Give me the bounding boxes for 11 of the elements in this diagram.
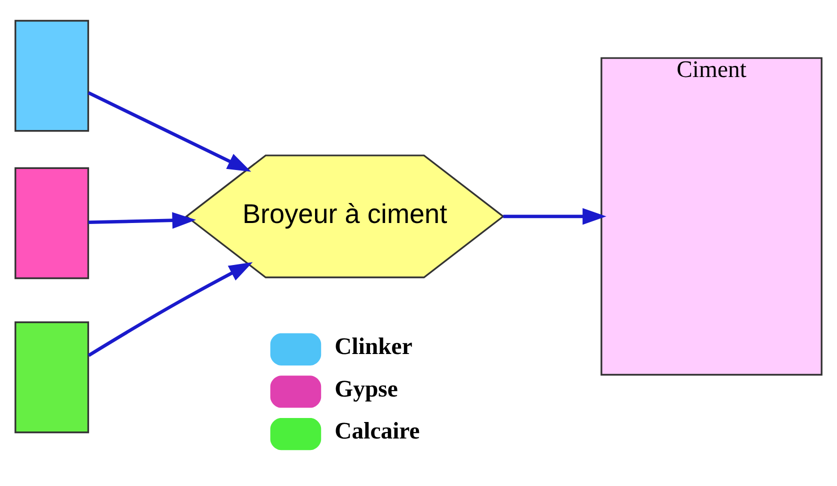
- node-box: [14, 19, 90, 132]
- node-box: [14, 320, 90, 433]
- arrow: [503, 208, 606, 224]
- legend-label: Clinker: [334, 333, 412, 360]
- legend-label: Calcaire: [334, 418, 420, 444]
- arrow: [88, 212, 196, 228]
- arrow: [88, 90, 252, 172]
- arrow: [88, 262, 253, 356]
- legend-label: Gypse: [334, 376, 398, 402]
- node-box: Ciment: [600, 56, 822, 376]
- node-box: [14, 166, 90, 279]
